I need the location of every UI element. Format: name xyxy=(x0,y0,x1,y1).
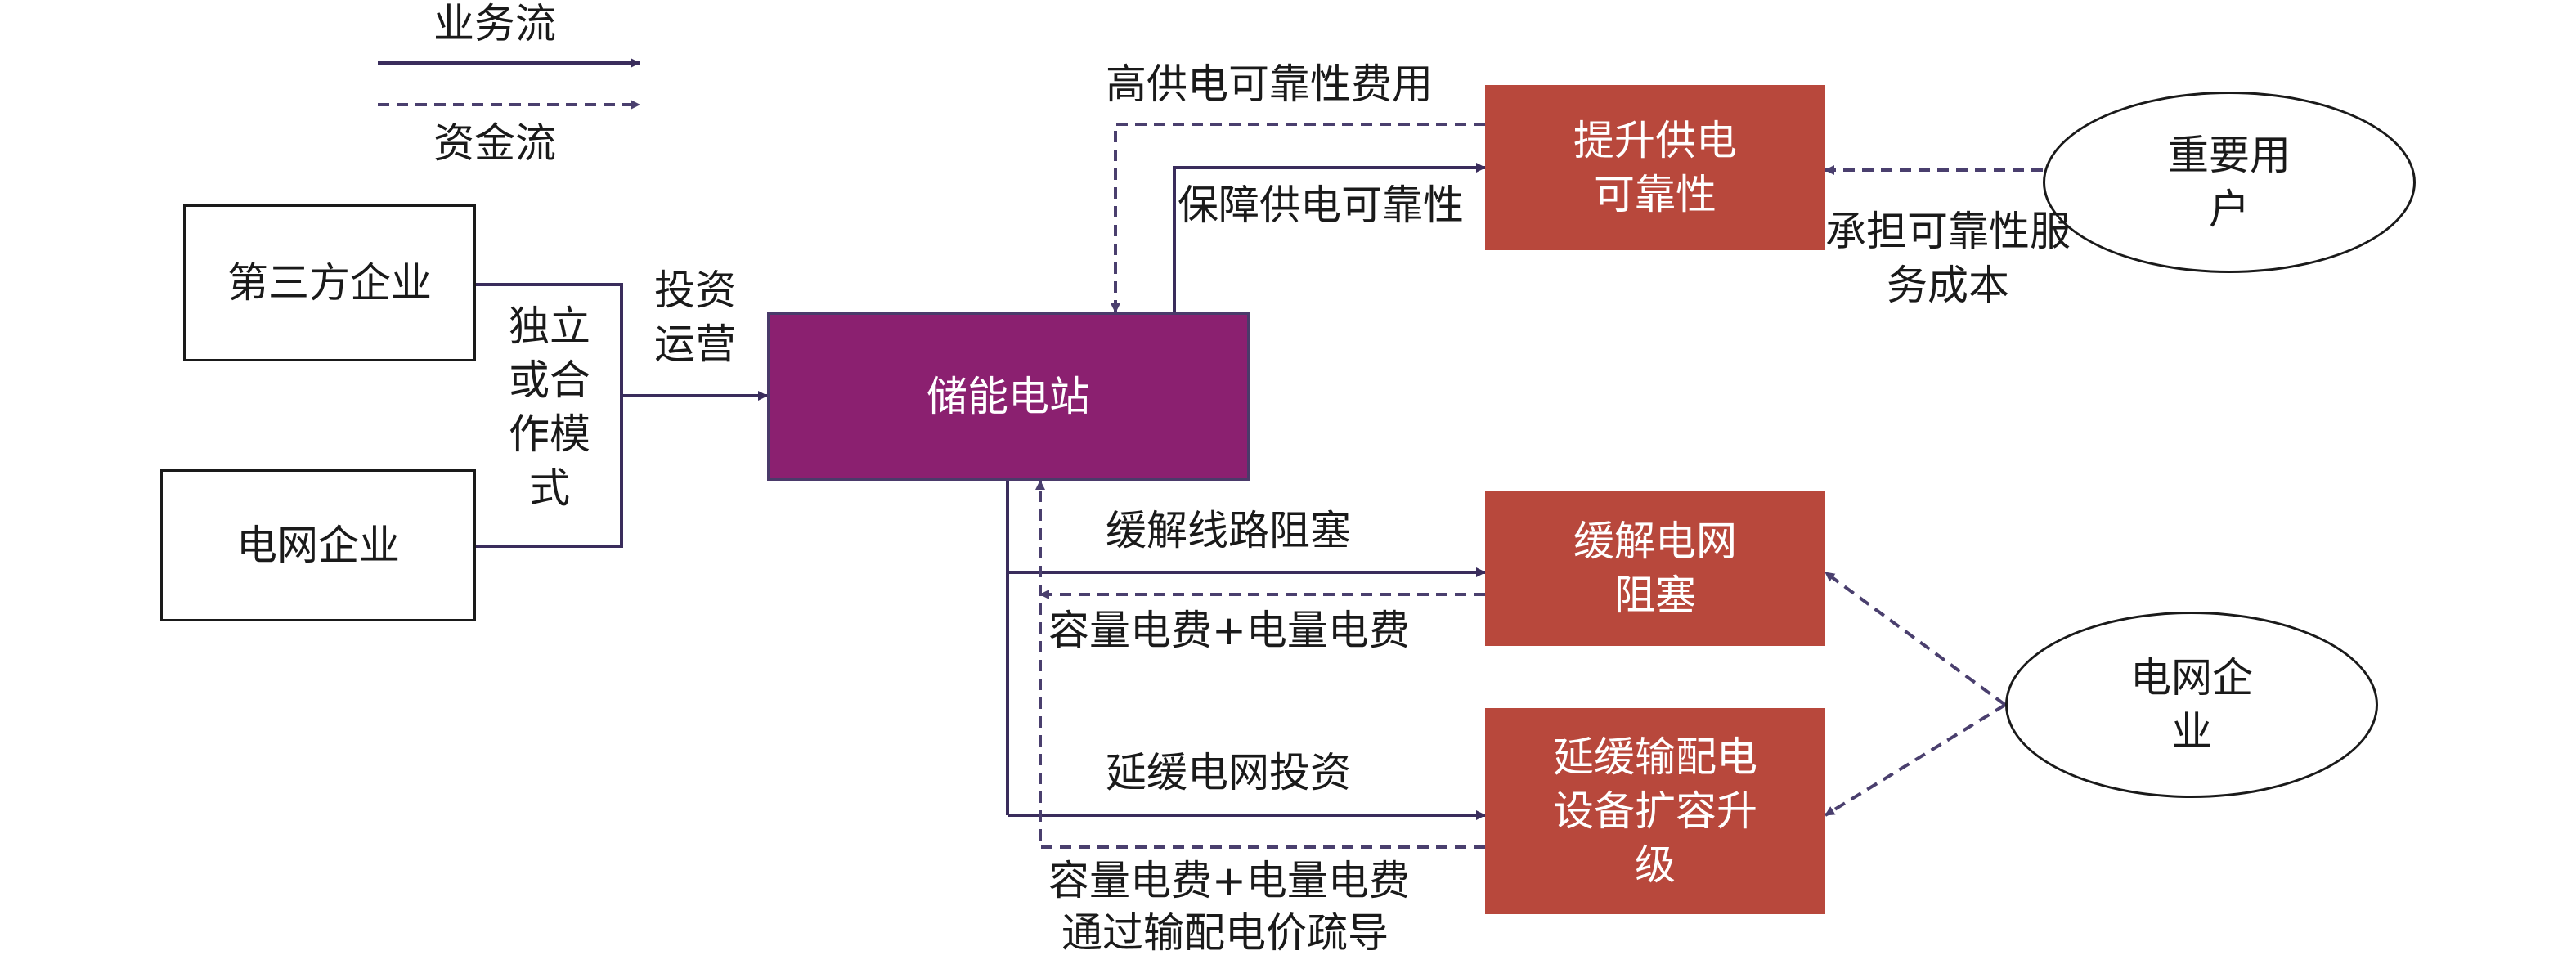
relieve-congestion-text: 缓解电网阻塞 xyxy=(1573,518,1737,619)
invest-operate-label: 投资运营 xyxy=(654,267,736,368)
capacity-energy-fee-1-label: 容量电费+电量电费 xyxy=(1048,607,1410,654)
independent-joint-label: 独立或合作模式 xyxy=(509,303,590,512)
defer-upgrade-text: 延缓输配电设备扩容升级 xyxy=(1553,733,1757,889)
grid-to-defer-arrow xyxy=(1824,703,2007,817)
capacity-energy-fee-2-label: 容量电费+电量电费 xyxy=(1048,857,1410,904)
high-reliability-fee-label: 高供电可靠性费用 xyxy=(1106,61,1433,108)
important-user-ellipse: 重要用户 xyxy=(2043,92,2416,273)
third-party-connector xyxy=(476,283,623,396)
legend-business-label: 业务流 xyxy=(433,0,556,47)
storage-station-box: 储能电站 xyxy=(767,312,1250,481)
grid-company-left-box: 电网企业 xyxy=(160,469,476,621)
ensure-reliability-label: 保障供电可靠性 xyxy=(1178,182,1464,229)
defer-grid-investment-label: 延缓电网投资 xyxy=(1106,749,1351,796)
ensure-reliability-arrow xyxy=(1173,163,1486,312)
grid-company-right-ellipse: 电网企业 xyxy=(2005,612,2378,798)
improve-reliability-box: 提升供电可靠性 xyxy=(1485,85,1825,250)
legend-capital-label: 资金流 xyxy=(433,119,556,167)
important-user-text: 重要用户 xyxy=(2168,132,2291,233)
reliability-fee-arrow xyxy=(1111,123,1485,313)
grid-company-right-text: 电网企业 xyxy=(2130,654,2253,756)
grid-to-relieve-arrow xyxy=(1824,571,2007,706)
defer-upgrade-box: 延缓输配电设备扩容升级 xyxy=(1485,708,1825,914)
improve-reliability-text: 提升供电可靠性 xyxy=(1573,117,1737,218)
via-tariff-label: 通过输配电价疏导 xyxy=(1061,909,1389,957)
grid-left-connector xyxy=(476,396,623,548)
third-party-box: 第三方企业 xyxy=(183,204,476,361)
bear-cost-label: 承担可靠性服务成本 xyxy=(1825,208,2071,309)
relieve-line-congestion-label: 缓解线路阻塞 xyxy=(1106,507,1351,554)
relieve-congestion-box: 缓解电网阻塞 xyxy=(1485,491,1825,646)
